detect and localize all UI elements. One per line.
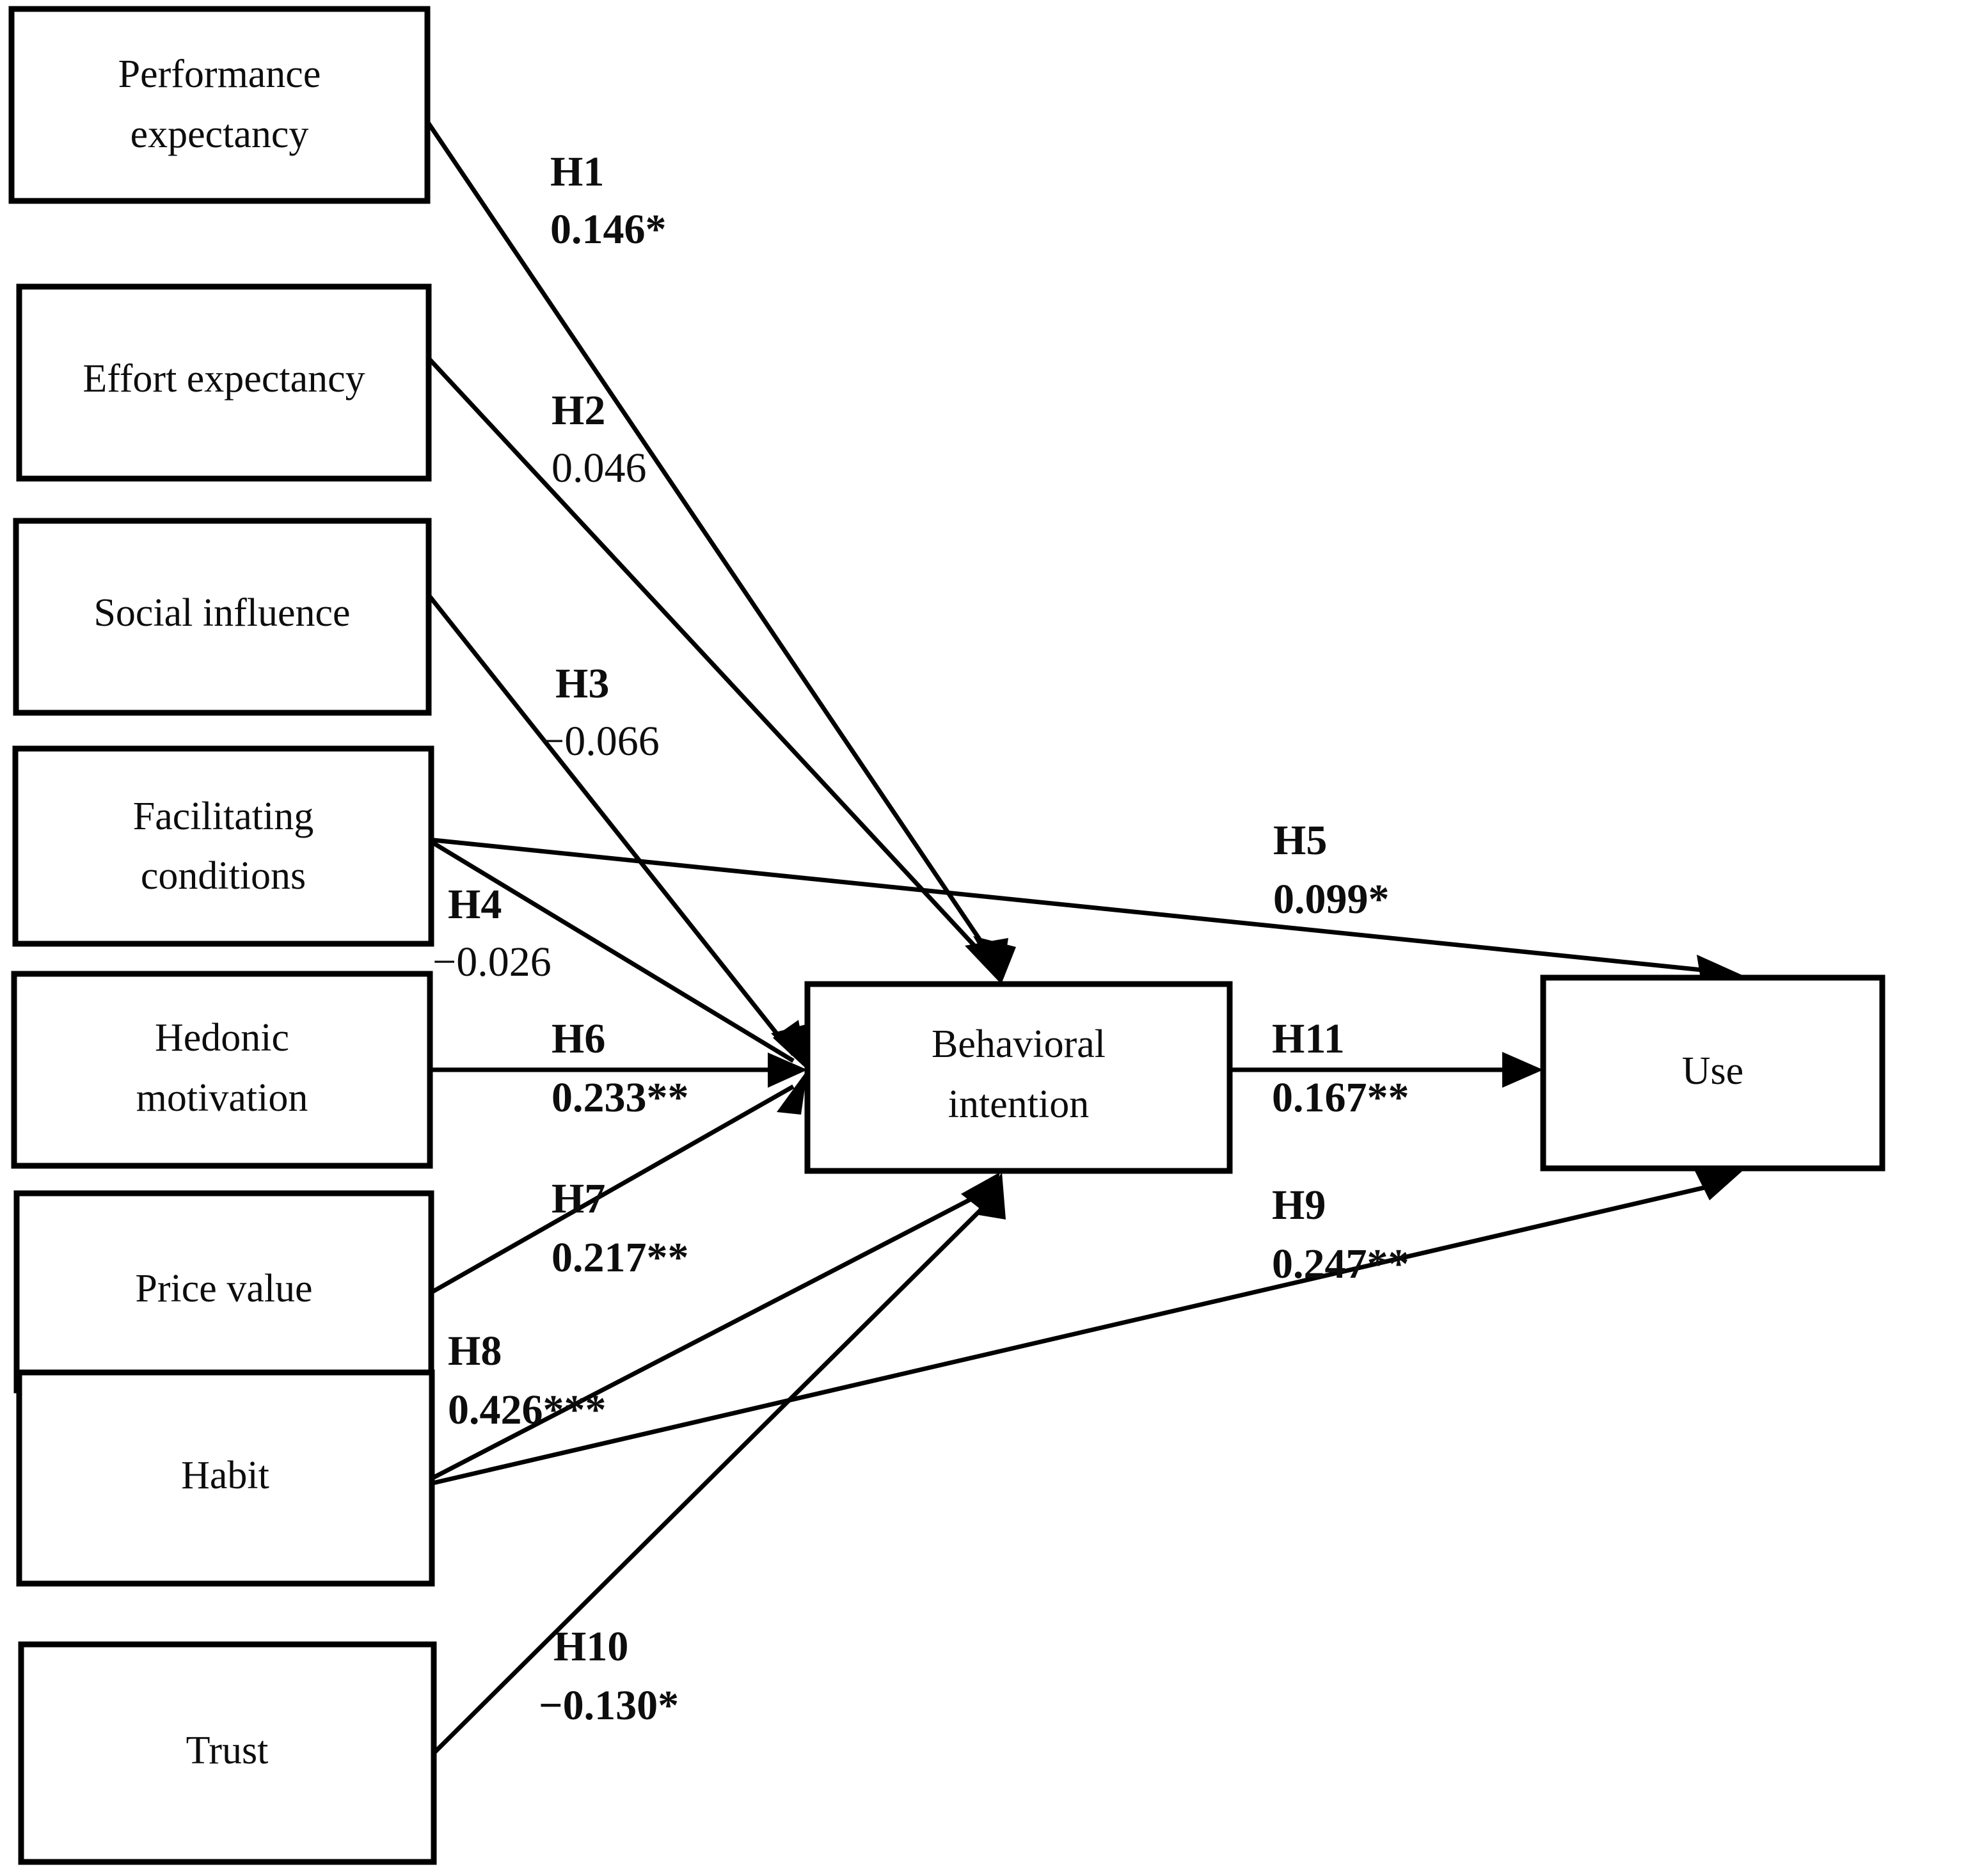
- node-label-effort-expectancy-line1: Effort expectancy: [83, 357, 365, 401]
- hypothesis-id-H3: H3: [555, 660, 609, 707]
- arrowhead-H7: [777, 1070, 807, 1115]
- hypothesis-label-H8: H8 0.426***: [448, 1328, 607, 1433]
- hypothesis-label-H10: H10 −0.130*: [539, 1623, 679, 1729]
- node-box-hedonic-motivation[interactable]: [11, 971, 433, 1169]
- path-line-H10: [432, 1196, 995, 1755]
- hypothesis-label-H6: H6 0.233**: [552, 1015, 689, 1121]
- node-box-habit[interactable]: [16, 1369, 435, 1587]
- hypothesis-label-H4: H4 −0.026: [432, 881, 552, 985]
- node-label-hedonic-motivation-line2: motivation: [136, 1076, 308, 1120]
- node-habit[interactable]: Habit: [16, 1369, 435, 1587]
- hypothesis-value-H1: 0.146*: [550, 206, 667, 253]
- hypothesis-labels-group: H1 0.146* H2 0.046 H3 −0.066 H4 −0.026 H…: [432, 148, 1409, 1729]
- node-price-value[interactable]: Price value: [13, 1190, 434, 1394]
- hypothesis-id-H8: H8: [448, 1328, 502, 1374]
- path-H4: [426, 838, 807, 1070]
- hypothesis-value-H2: 0.046: [552, 445, 647, 491]
- node-label-behavioral-intention-line1: Behavioral: [932, 1022, 1106, 1066]
- hypothesis-label-H3: H3 −0.066: [541, 660, 660, 765]
- path-line-H2: [427, 356, 992, 965]
- node-box-use[interactable]: [1540, 974, 1885, 1172]
- hypothesis-id-H1: H1: [550, 148, 604, 195]
- hypothesis-label-H2: H2 0.046: [552, 387, 647, 491]
- hypothesis-label-H1: H1 0.146*: [550, 148, 667, 253]
- node-box-behavioral-intention[interactable]: [804, 981, 1233, 1174]
- hypothesis-id-H7: H7: [552, 1175, 605, 1222]
- hypothesis-value-H3: −0.066: [541, 718, 660, 765]
- predictor-boxes-group: Performance expectancy Effort expectancy…: [8, 6, 437, 1865]
- hypothesis-id-H10: H10: [553, 1623, 628, 1670]
- hypothesis-label-H7: H7 0.217**: [552, 1175, 689, 1281]
- path-line-H4: [426, 838, 795, 1063]
- hypothesis-value-H9: 0.247**: [1272, 1241, 1409, 1287]
- hypothesis-label-H9: H9 0.247**: [1272, 1182, 1409, 1287]
- node-label-use-line1: Use: [1682, 1049, 1743, 1093]
- path-H9: [432, 1168, 1745, 1486]
- arrowhead-H9: [1694, 1168, 1745, 1200]
- path-line-H5: [427, 837, 1728, 975]
- node-performance-expectancy[interactable]: Performance expectancy: [8, 6, 431, 204]
- path-line-H8: [431, 1188, 990, 1481]
- node-box-trust[interactable]: [18, 1641, 437, 1865]
- hypothesis-label-H5: H5 0.099*: [1273, 817, 1390, 923]
- node-effort-expectancy[interactable]: Effort expectancy: [16, 283, 432, 482]
- hypothesis-id-H9: H9: [1272, 1182, 1326, 1228]
- node-label-social-influence-line1: Social influence: [93, 591, 350, 635]
- path-lines-group: [425, 120, 1748, 1755]
- path-H11: [1230, 1052, 1543, 1088]
- hypothesis-id-H11: H11: [1272, 1015, 1345, 1062]
- hypothesis-value-H10: −0.130*: [539, 1682, 679, 1729]
- path-line-H9: [432, 1181, 1722, 1486]
- arrowhead-H6: [768, 1053, 807, 1088]
- node-label-trust-line1: Trust: [186, 1729, 269, 1772]
- node-facilitating-conditions[interactable]: Facilitating conditions: [12, 745, 434, 947]
- hypothesis-value-H4: −0.026: [432, 939, 552, 985]
- node-label-price-value-line1: Price value: [135, 1267, 312, 1310]
- node-behavioral-intention[interactable]: Behavioral intention: [804, 981, 1233, 1174]
- node-box-effort-expectancy[interactable]: [16, 283, 432, 482]
- path-H3: [427, 593, 809, 1070]
- node-label-habit-line1: Habit: [181, 1454, 269, 1497]
- path-H2: [427, 356, 1008, 984]
- node-box-social-influence[interactable]: [13, 518, 432, 716]
- arrowhead-H4: [773, 1020, 807, 1070]
- path-H10: [432, 1172, 1006, 1755]
- path-H6: [430, 1053, 807, 1088]
- node-label-performance-expectancy-line1: Performance: [118, 52, 321, 96]
- hypothesis-id-H2: H2: [552, 387, 605, 434]
- node-label-facilitating-conditions-line2: conditions: [141, 854, 306, 898]
- hypothesis-id-H4: H4: [448, 881, 502, 928]
- arrowhead-H11: [1502, 1052, 1543, 1088]
- path-line-H1: [425, 120, 997, 964]
- arrowhead-H10: [975, 1172, 1006, 1220]
- node-box-performance-expectancy[interactable]: [8, 6, 431, 204]
- node-trust[interactable]: Trust: [18, 1641, 437, 1865]
- node-box-price-value[interactable]: [13, 1190, 434, 1394]
- path-H5: [427, 837, 1748, 987]
- node-label-facilitating-conditions-line1: Facilitating: [133, 795, 313, 838]
- node-label-behavioral-intention-line2: intention: [948, 1083, 1089, 1126]
- hypothesis-label-H11: H11 0.167**: [1272, 1015, 1409, 1121]
- path-line-H3: [427, 593, 795, 1056]
- hypothesis-value-H11: 0.167**: [1272, 1074, 1409, 1121]
- hypothesis-value-H6: 0.233**: [552, 1074, 689, 1121]
- node-label-performance-expectancy-line2: expectancy: [131, 113, 309, 156]
- node-box-facilitating-conditions[interactable]: [12, 745, 434, 947]
- node-social-influence[interactable]: Social influence: [13, 518, 432, 716]
- node-hedonic-motivation[interactable]: Hedonic motivation: [11, 971, 433, 1169]
- hypothesis-value-H7: 0.217**: [552, 1234, 689, 1281]
- node-use[interactable]: Use: [1540, 974, 1885, 1172]
- node-label-hedonic-motivation-line1: Hedonic: [155, 1016, 289, 1060]
- hypothesis-value-H8: 0.426***: [448, 1387, 607, 1433]
- hypothesis-value-H5: 0.099*: [1273, 876, 1390, 923]
- hypothesis-id-H5: H5: [1273, 817, 1327, 864]
- arrowhead-H2: [965, 938, 1008, 984]
- path-H7: [430, 1070, 807, 1295]
- path-H1: [425, 120, 1016, 984]
- path-line-H7: [430, 1084, 795, 1295]
- hypothesis-id-H6: H6: [552, 1015, 605, 1062]
